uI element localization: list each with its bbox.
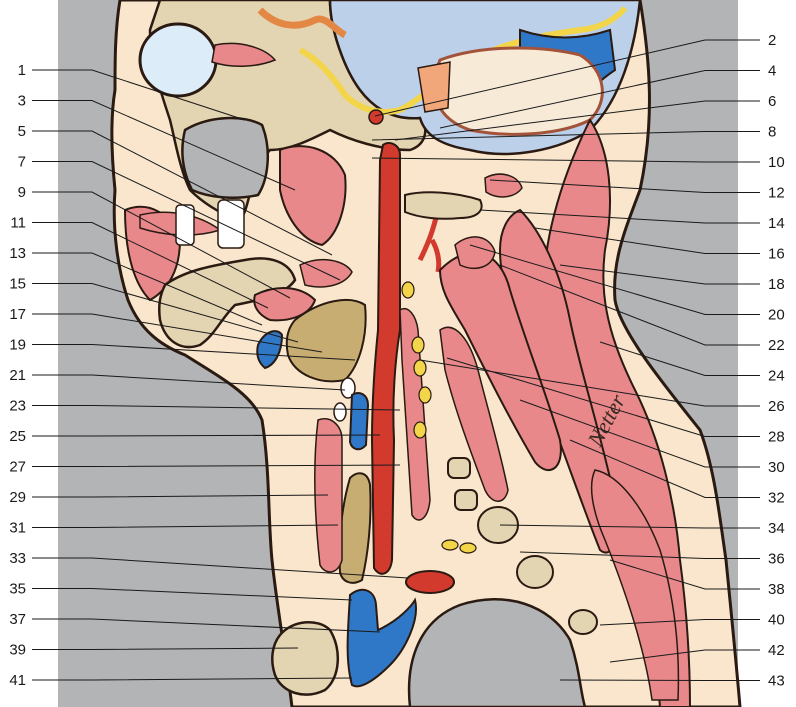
label-number-18: 18	[768, 276, 785, 293]
label-number-39: 39	[9, 642, 26, 659]
vertebra-c7	[517, 556, 553, 588]
label-number-23: 23	[9, 398, 26, 415]
label-number-5: 5	[18, 123, 26, 140]
label-number-37: 37	[9, 611, 26, 628]
brachiocephalic-artery	[406, 571, 454, 593]
internal-jugular-vein	[350, 393, 368, 449]
maxillary-sinus	[182, 118, 267, 198]
vertebra-c3	[448, 458, 470, 478]
vertebra-t1	[569, 610, 597, 634]
label-number-33: 33	[9, 550, 26, 567]
label-number-7: 7	[18, 154, 26, 171]
atlas	[405, 192, 482, 218]
label-number-31: 31	[9, 520, 26, 537]
tooth-upper-left	[176, 205, 194, 245]
label-number-34: 34	[768, 520, 785, 537]
label-number-16: 16	[768, 246, 785, 263]
label-number-19: 19	[9, 337, 26, 354]
clavicle	[272, 622, 338, 694]
label-number-42: 42	[768, 642, 785, 659]
label-number-10: 10	[768, 154, 785, 171]
label-number-15: 15	[9, 276, 26, 293]
label-number-13: 13	[9, 245, 26, 262]
vertebra-c4	[455, 490, 477, 510]
label-number-9: 9	[18, 184, 26, 201]
label-number-22: 22	[768, 337, 785, 354]
label-number-32: 32	[768, 490, 785, 507]
label-number-8: 8	[768, 124, 776, 141]
label-number-1: 1	[18, 62, 26, 79]
eyeball	[140, 24, 216, 96]
label-number-3: 3	[18, 93, 26, 110]
label-number-14: 14	[768, 215, 785, 232]
label-number-41: 41	[9, 672, 26, 689]
label-number-2: 2	[768, 32, 776, 49]
label-number-21: 21	[9, 367, 26, 384]
label-number-17: 17	[9, 306, 26, 323]
label-number-11: 11	[10, 215, 26, 232]
label-number-6: 6	[768, 93, 776, 110]
label-number-20: 20	[768, 307, 785, 324]
label-number-36: 36	[768, 551, 785, 568]
label-number-30: 30	[768, 459, 785, 476]
label-number-29: 29	[9, 489, 26, 506]
red-vessel-node	[369, 110, 383, 124]
label-number-25: 25	[9, 428, 26, 445]
label-number-4: 4	[768, 63, 776, 80]
brainstem	[434, 48, 602, 134]
label-number-28: 28	[768, 429, 785, 446]
leader-line-right	[560, 680, 760, 681]
hyoid-bone-2	[334, 403, 346, 421]
label-number-27: 27	[9, 459, 26, 476]
label-number-35: 35	[9, 581, 26, 598]
label-number-26: 26	[768, 398, 785, 415]
label-number-43: 43	[768, 673, 785, 690]
label-number-12: 12	[768, 185, 785, 202]
label-number-40: 40	[768, 612, 785, 629]
label-number-24: 24	[768, 368, 785, 385]
label-number-38: 38	[768, 581, 785, 598]
posterior-occiput-muscle	[455, 237, 495, 268]
